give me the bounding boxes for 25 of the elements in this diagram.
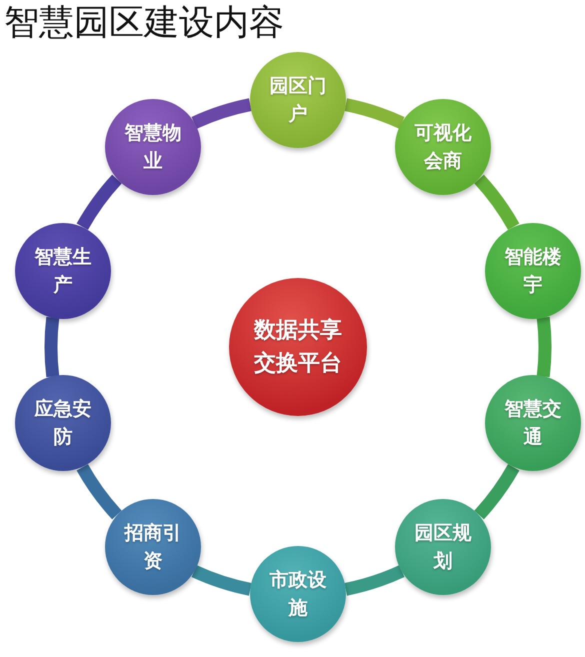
node-label: 智慧生产 xyxy=(33,244,93,298)
diagram-title: 智慧园区建设内容 xyxy=(4,3,284,44)
ring-connector xyxy=(536,316,552,378)
ring-connector xyxy=(192,565,252,596)
node-label: 招商引资 xyxy=(123,520,182,574)
node-label: 数据共享交换平台 xyxy=(252,317,343,378)
node-label: 应急安防 xyxy=(33,397,93,450)
ring-connector xyxy=(192,98,252,129)
node-label: 园区规划 xyxy=(414,520,473,574)
node-label: 市政设施 xyxy=(268,568,328,621)
node-label: 智慧物业 xyxy=(123,121,182,174)
circle-node xyxy=(395,99,492,196)
ring-connector xyxy=(344,98,404,129)
circle-node xyxy=(104,99,201,196)
ring-connector xyxy=(76,464,122,520)
ring-connector xyxy=(344,565,404,596)
ring-connector xyxy=(474,174,520,230)
circle-node xyxy=(104,498,201,595)
node-label: 可视化会商 xyxy=(414,121,473,174)
ring-connector xyxy=(76,174,122,230)
node-label: 智能楼宇 xyxy=(503,244,562,298)
ring-connector xyxy=(44,316,60,378)
node-label: 园区门户 xyxy=(268,74,328,127)
ring-connector xyxy=(474,464,520,520)
node-label: 智慧交通 xyxy=(503,397,562,450)
